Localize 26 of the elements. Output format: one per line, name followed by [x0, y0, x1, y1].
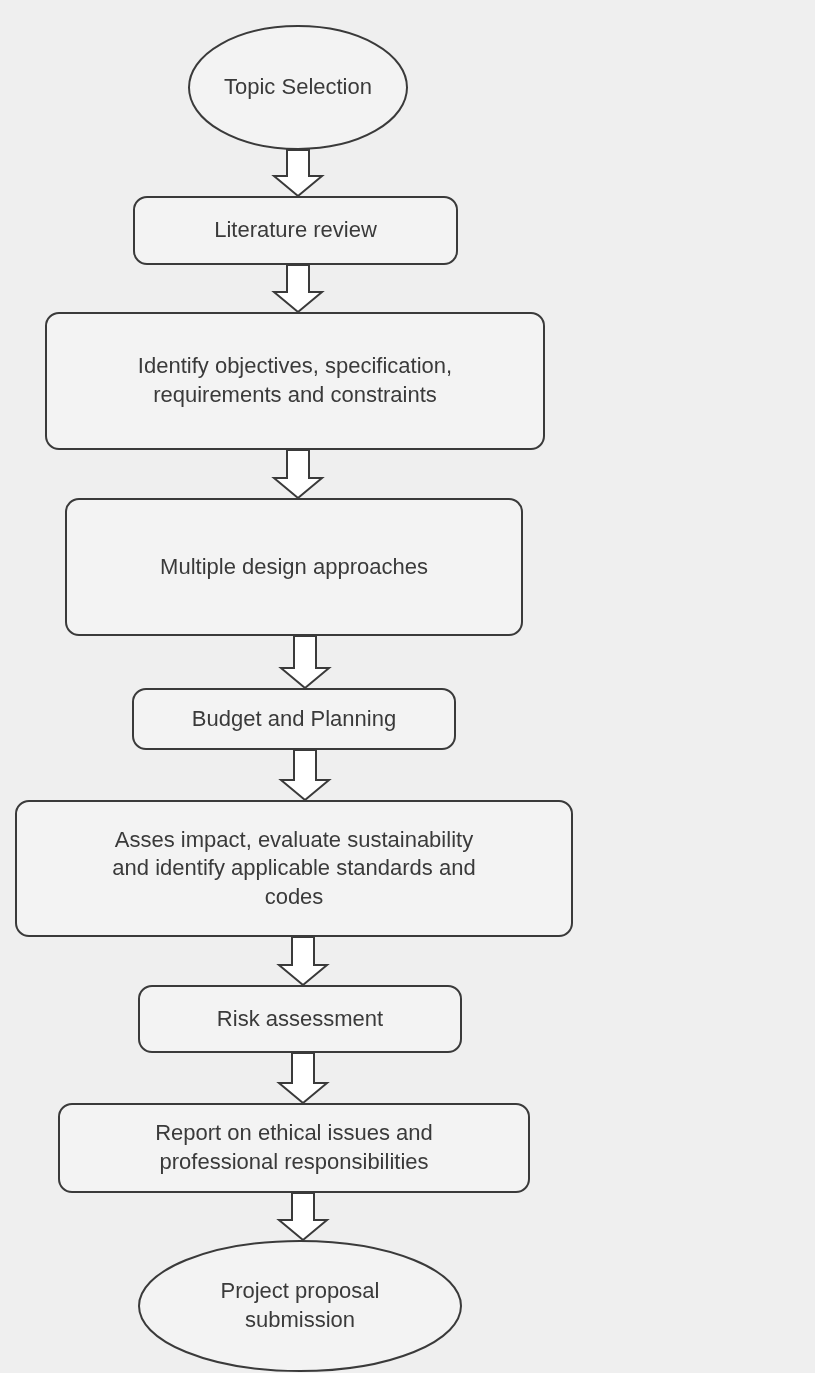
process-box — [133, 196, 458, 265]
process-box — [132, 688, 456, 750]
process-box — [45, 312, 545, 450]
node-label: Multiple design approaches — [159, 552, 429, 581]
process-box — [15, 800, 573, 937]
block-arrow — [276, 1192, 330, 1242]
node-label: Asses impact, evaluate sustainability and identify applicable standards and codes — [111, 825, 477, 911]
block-arrow — [276, 1052, 330, 1105]
block-arrow — [278, 635, 332, 690]
process-box — [58, 1103, 530, 1193]
node-label: Budget and Planning — [190, 704, 398, 733]
node-label: Report on ethical issues and professional responsibilities — [154, 1119, 434, 1176]
block-arrow — [278, 749, 332, 802]
terminal-ellipse — [138, 1240, 462, 1372]
node-label: Project proposal submission — [219, 1277, 381, 1334]
node-label: Risk assessment — [215, 1004, 385, 1033]
block-arrow — [271, 449, 325, 500]
node-label: Topic Selection — [223, 73, 373, 102]
process-box — [65, 498, 523, 636]
block-arrow — [276, 936, 330, 987]
block-arrow — [271, 149, 325, 198]
node-label: Literature review — [213, 216, 378, 245]
process-box — [138, 985, 462, 1053]
node-label: Identify objectives, specification, requirements and constraints — [136, 352, 454, 409]
block-arrow — [271, 264, 325, 314]
terminal-ellipse — [188, 25, 408, 150]
